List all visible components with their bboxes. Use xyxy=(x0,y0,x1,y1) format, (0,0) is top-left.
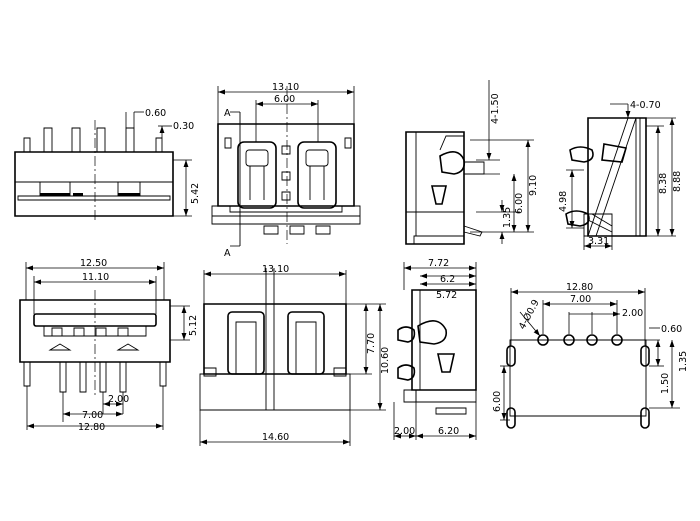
rear-width-label: 13.10 xyxy=(262,264,289,275)
side-length-label: 7.72 xyxy=(428,258,449,269)
height-888-label: 8.88 xyxy=(672,171,683,192)
view-section-right: 4-0.70 4.98 8.38 8.88 3.31 xyxy=(558,100,683,250)
section-marker-bottom: A xyxy=(224,248,231,259)
height-910-label: 9.10 xyxy=(528,175,539,196)
contact-width-label: 4-1.50 xyxy=(490,93,501,124)
view-pcb-footprint: 12.80 7.00 2.00 4-Ø0.9 0.60 1.50 1.35 6.… xyxy=(492,282,689,428)
rear-base-width-label: 14.60 xyxy=(262,432,289,443)
rear-height-770-label: 7.70 xyxy=(366,333,377,354)
height-600-label: 6.00 xyxy=(514,193,525,214)
foot-length-label: 6.20 xyxy=(438,426,459,437)
view-front-bottom: 12.50 11.10 5.12 2.00 7.00 12.80 xyxy=(20,258,199,433)
view-side-bottom: 7.72 6.2 5.72 2.00 6.20 xyxy=(394,258,476,440)
base-width-label: 3.31 xyxy=(588,236,609,247)
footprint-span-label: 7.00 xyxy=(570,294,591,305)
shell-thickness-label: 4-0.70 xyxy=(630,100,661,111)
body-height-label: 5.42 xyxy=(190,183,201,204)
view-rear: 13.10 7.70 10.60 14.60 xyxy=(200,264,391,446)
pin-span-label: 7.00 xyxy=(82,410,103,421)
rear-height-1060-label: 10.60 xyxy=(380,347,391,374)
footprint-135-label: 1.35 xyxy=(678,351,689,372)
pin-thickness-label: 0.30 xyxy=(173,121,194,132)
view-front-top: 13.10 6.00 A A xyxy=(212,82,360,259)
shell-width-label: 12.50 xyxy=(80,258,107,269)
opening-width-label: 11.10 xyxy=(82,272,109,283)
opening-height-label: 5.12 xyxy=(188,315,199,336)
height-838-label: 8.38 xyxy=(658,173,669,194)
side-length-62-label: 6.2 xyxy=(440,274,455,285)
tab-length-label: 2.00 xyxy=(394,426,415,437)
side-length-572-label: 5.72 xyxy=(436,290,457,301)
view-section-middle: 4-1.50 6.00 9.10 1.35 xyxy=(406,80,539,244)
view-side-profile-top: 0.60 0.30 5.42 xyxy=(15,108,201,220)
footprint-pitch-label: 2.00 xyxy=(622,308,643,319)
offset-135-label: 1.35 xyxy=(502,207,513,228)
footprint-pad-label: 0.60 xyxy=(661,324,682,335)
footprint-hole-label: 4-Ø0.9 xyxy=(517,298,542,331)
leg-span-label: 12.80 xyxy=(78,422,105,433)
footprint-height-label: 6.00 xyxy=(492,391,503,412)
pin-pitch-label: 2.00 xyxy=(108,394,129,405)
pin-width-label: 0.60 xyxy=(145,108,166,119)
section-marker-top: A xyxy=(224,108,231,119)
latch-height-label: 4.98 xyxy=(558,191,569,212)
footprint-150-label: 1.50 xyxy=(660,373,671,394)
overall-width-label: 13.10 xyxy=(272,82,299,93)
contact-spacing-label: 6.00 xyxy=(274,94,295,105)
footprint-width-label: 12.80 xyxy=(566,282,593,293)
